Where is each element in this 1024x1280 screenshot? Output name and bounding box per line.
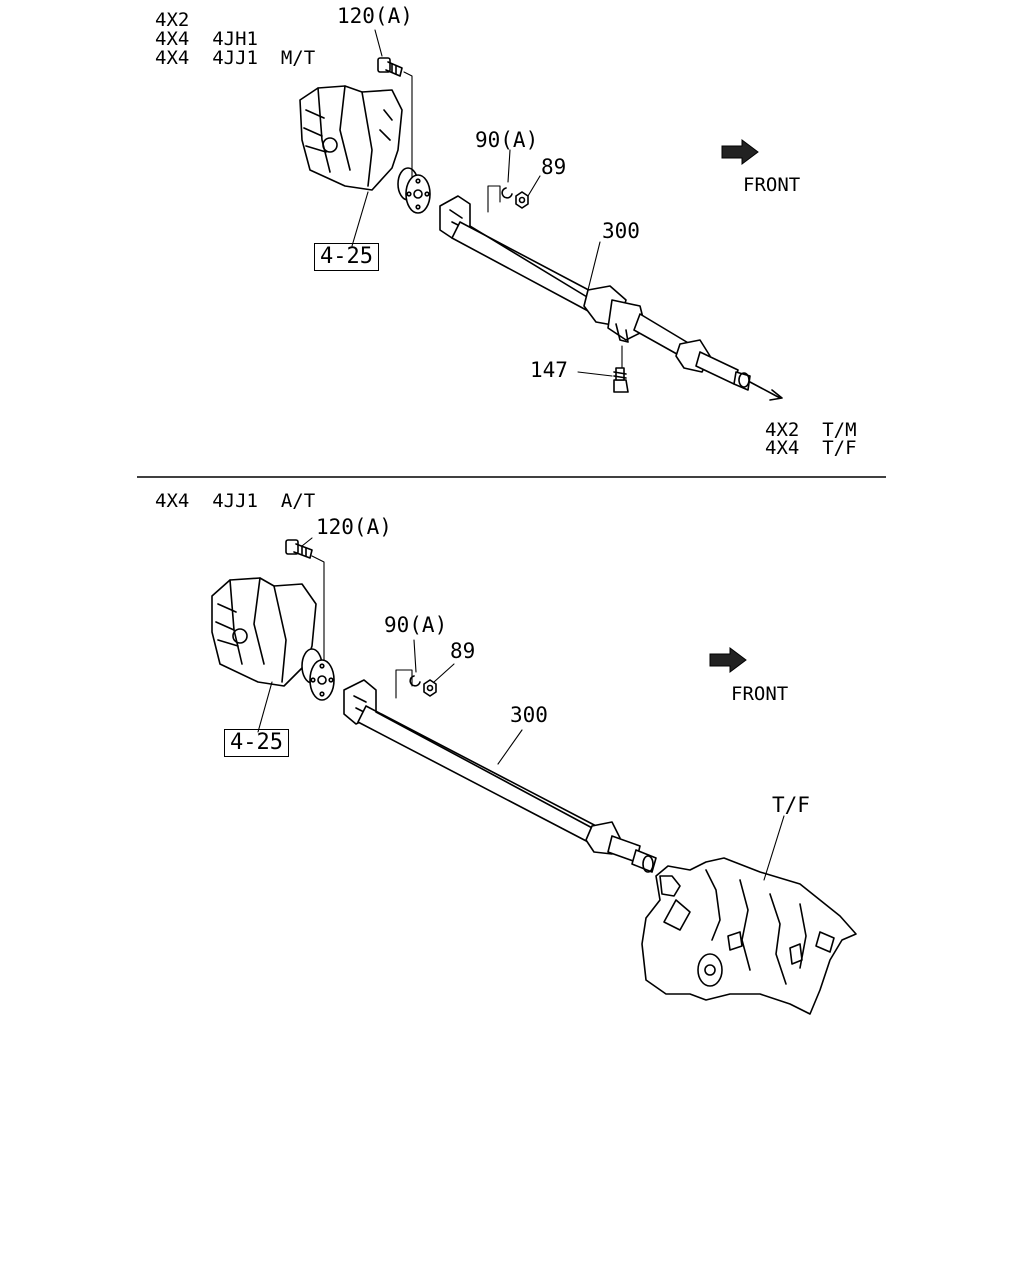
top-support-bolt-147	[613, 367, 629, 393]
top-front-label: FRONT	[743, 174, 801, 196]
bottom-callout-transfer: T/F	[772, 793, 810, 817]
transfer-case-assembly	[641, 857, 857, 1015]
bottom-callout-washer-90a: 90(A)	[384, 613, 448, 637]
bottom-ref-box-4-25: 4-25	[224, 729, 289, 757]
top-propeller-shaft-300	[439, 195, 751, 391]
top-washer-bracket	[487, 185, 501, 213]
top-washer-90a	[501, 187, 513, 199]
bottom-leaders	[257, 639, 785, 881]
bottom-washer-90a	[409, 675, 421, 687]
top-bolt-120a-leader	[374, 29, 383, 57]
top-applicability-line-1: 4X2	[155, 9, 190, 31]
top-nut-89	[515, 191, 529, 209]
bottom-front-label: FRONT	[731, 683, 789, 705]
top-bolt-120a	[377, 57, 403, 77]
top-differential-housing	[299, 85, 403, 191]
bottom-differential-housing	[211, 577, 317, 687]
top-pinion-flange	[397, 167, 431, 214]
bottom-callout-shaft-300: 300	[510, 703, 548, 727]
bottom-callout-bolt-120a: 120(A)	[316, 515, 392, 539]
bottom-callout-nut-89: 89	[450, 639, 476, 663]
top-destination-line-2: 4X4 T/F	[765, 437, 857, 459]
top-ref-box-4-25: 4-25	[314, 243, 379, 271]
top-applicability-line-3: 4X4 4JJ1 M/T	[155, 47, 316, 69]
top-callout-shaft-300: 300	[602, 219, 640, 243]
top-leaders	[351, 149, 623, 377]
bottom-front-arrow-icon	[709, 647, 747, 673]
bottom-nut-89	[423, 679, 437, 697]
top-front-arrow-icon	[721, 139, 759, 165]
bottom-propeller-shaft-300	[343, 679, 657, 873]
top-callout-bolt-147: 147	[530, 358, 568, 382]
top-bolt-leader-line	[403, 71, 413, 179]
top-applicability-line-2: 4X4 4JH1	[155, 28, 258, 50]
bottom-washer-bracket	[395, 669, 413, 699]
top-direction-arrow	[749, 381, 783, 401]
top-callout-washer-90a: 90(A)	[475, 128, 539, 152]
bottom-bolt-leader-line	[311, 555, 325, 661]
bottom-bolt-120a	[285, 539, 313, 559]
top-callout-bolt-120a: 120(A)	[337, 4, 413, 28]
top-callout-nut-89: 89	[541, 155, 567, 179]
bottom-pinion-flange	[301, 648, 335, 701]
bottom-bolt-120a-leader	[301, 537, 313, 547]
top-destination-line-1: 4X2 T/M	[765, 419, 857, 441]
bottom-applicability: 4X4 4JJ1 A/T	[155, 490, 316, 512]
